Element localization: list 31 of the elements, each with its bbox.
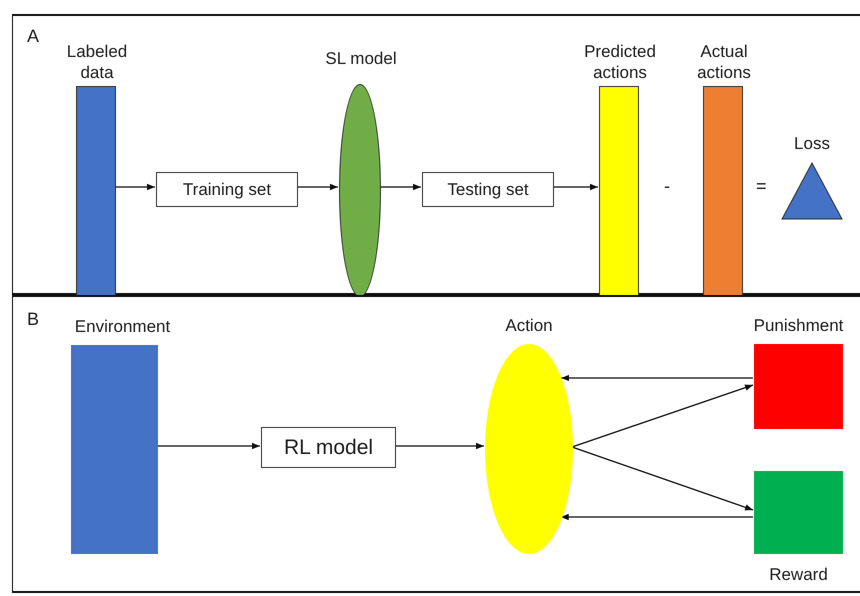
arrow xyxy=(560,514,753,520)
node-label: Testing set xyxy=(446,179,530,200)
equals-sign: = xyxy=(756,176,767,197)
arrow xyxy=(572,384,754,448)
panel-frame xyxy=(12,14,860,295)
arrow xyxy=(380,184,421,190)
panel-frame xyxy=(12,295,860,593)
node-label: Labeled data xyxy=(66,41,128,83)
process-box xyxy=(261,427,396,468)
node-label: Reward xyxy=(768,564,829,585)
node-label: Predicted actions xyxy=(583,41,657,83)
node-label: RL model xyxy=(282,436,374,460)
minus-sign: - xyxy=(664,176,670,197)
panel-letter: A xyxy=(27,26,40,47)
arrow xyxy=(553,184,598,190)
node-label: Actual actions xyxy=(696,41,752,83)
arrow xyxy=(395,442,484,450)
node-label: Training set xyxy=(182,179,272,200)
panel-letter: B xyxy=(27,309,40,330)
node-label: Loss xyxy=(793,133,831,154)
node-label: Environment xyxy=(74,316,172,337)
arrow xyxy=(572,446,754,511)
process-box xyxy=(156,172,298,207)
node-label: Punishment xyxy=(752,315,844,336)
arrow xyxy=(561,374,753,382)
process-box xyxy=(422,172,554,207)
arrow xyxy=(297,184,338,190)
arrow xyxy=(157,442,260,450)
arrow xyxy=(115,184,155,190)
node-label: Action xyxy=(504,315,554,336)
node-label: SL model xyxy=(324,48,398,69)
